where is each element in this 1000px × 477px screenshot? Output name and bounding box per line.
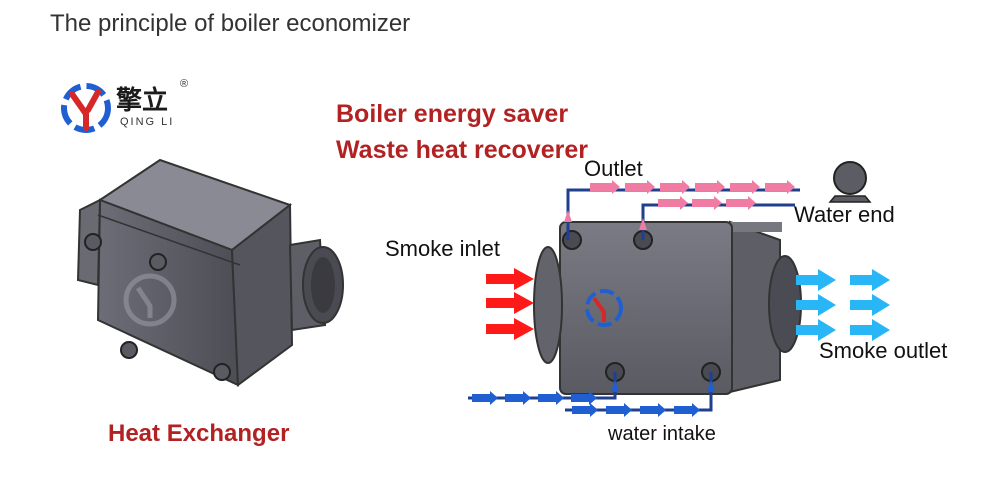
label-water-intake: water intake <box>608 423 716 445</box>
page-title: The principle of boiler economizer <box>50 10 411 37</box>
subtitle-waste-heat: Waste heat recoverer <box>336 136 588 164</box>
label-water-end: Water end <box>794 202 895 227</box>
logo-brand-text: 擎立 <box>116 86 169 116</box>
logo-sub-text: QING LI <box>120 116 175 128</box>
label-smoke-inlet: Smoke inlet <box>385 236 500 261</box>
water-intake-arrows <box>472 380 715 417</box>
pump-icon <box>828 161 872 203</box>
heat-exchanger-3d <box>76 158 344 387</box>
logo-icon <box>61 83 111 133</box>
smoke-inlet-arrows <box>486 268 534 340</box>
caption-heat-exchanger: Heat Exchanger <box>108 420 290 447</box>
subtitle-energy-saver: Boiler energy saver <box>336 100 569 128</box>
economizer-body <box>533 220 802 395</box>
outlet-arrows <box>564 180 795 230</box>
smoke-outlet-arrows <box>796 269 890 341</box>
logo-registered-mark: ® <box>180 78 189 90</box>
label-smoke-outlet: Smoke outlet <box>819 338 948 363</box>
label-outlet: Outlet <box>584 156 643 181</box>
brand-logo: 擎立 ® QING LI <box>58 78 198 136</box>
